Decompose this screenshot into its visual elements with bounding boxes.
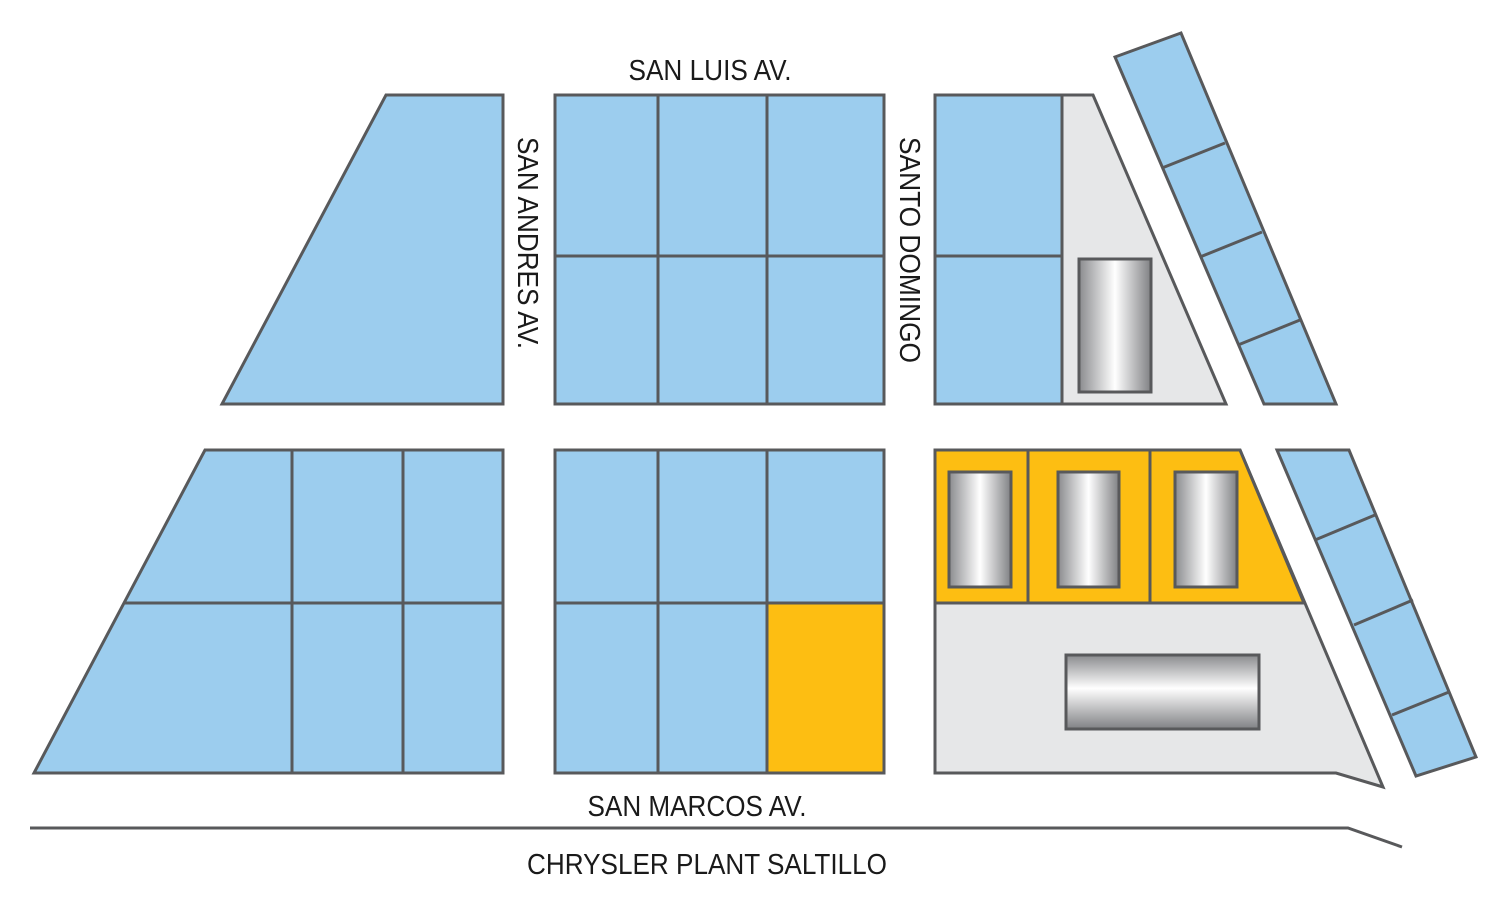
street-label-san-andres: SAN ANDRES AV. bbox=[511, 137, 543, 349]
block-top-left bbox=[219, 93, 505, 406]
highlighted-lot bbox=[765, 601, 886, 775]
street-label-santo-domingo: SANTO DOMINGO bbox=[893, 137, 925, 363]
street-label-san-marcos: SAN MARCOS AV. bbox=[588, 791, 807, 823]
block-bottom-left bbox=[31, 448, 505, 775]
strip-bottom-right bbox=[1274, 448, 1479, 778]
block-top-center-dividers bbox=[555, 95, 884, 404]
site-label: CHRYSLER PLANT SALTILLO bbox=[527, 849, 887, 881]
block-top-center bbox=[553, 93, 886, 406]
horizontal-tank bbox=[1064, 653, 1261, 731]
plant-block bbox=[933, 448, 1386, 790]
block-bottom-center bbox=[553, 448, 886, 775]
strip-top-right bbox=[1112, 31, 1339, 406]
plant-boundary-line bbox=[30, 826, 1403, 849]
storage-tank bbox=[1056, 470, 1121, 589]
street-label-san-luis: SAN LUIS AV. bbox=[629, 55, 792, 87]
block-top-right bbox=[933, 93, 1229, 406]
storage-tank bbox=[947, 470, 1013, 589]
storage-tank bbox=[1077, 257, 1153, 394]
storage-tank bbox=[1173, 470, 1239, 589]
